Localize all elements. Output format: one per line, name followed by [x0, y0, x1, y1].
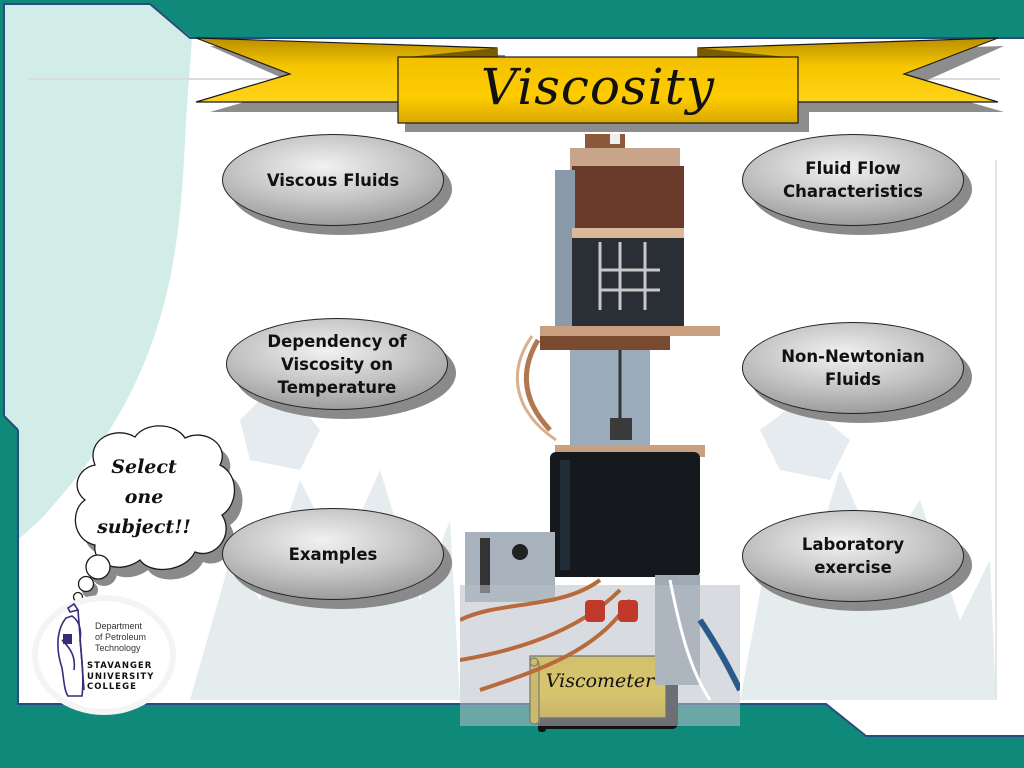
thought-line: Select [111, 456, 177, 478]
logo-department-text: Department of Petroleum Technology [95, 621, 146, 654]
thought-line: subject!! [97, 516, 191, 538]
menu-label: Examples [288, 544, 378, 564]
menu-label: Dependency of Viscosity on Temperature [267, 331, 407, 397]
logo-line: Department [95, 621, 143, 631]
oval-face: Viscous Fluids [222, 134, 444, 226]
logo-line: of Petroleum [95, 632, 147, 642]
oval-face: Non-Newtonian Fluids [742, 322, 964, 414]
logo-line: Technology [95, 643, 141, 653]
logo-school-text: STAVANGER UNIVERSITY COLLEGE [87, 661, 154, 693]
logo-line: UNIVERSITY [87, 671, 155, 682]
logo-line: STAVANGER [87, 661, 153, 671]
menu-button-examples[interactable]: Examples [222, 508, 452, 609]
thought-line: one [124, 486, 164, 508]
oval-face: Fluid Flow Characteristics [742, 134, 964, 226]
thought-bubble-text: Select one subject!! [90, 452, 198, 542]
menu-label: Fluid Flow Characteristics [783, 159, 923, 201]
menu-label: Laboratory exercise [801, 535, 905, 577]
menu-label: Viscous Fluids [266, 170, 400, 190]
oval-face: Laboratory exercise [742, 510, 964, 602]
menu-button-viscous-fluids[interactable]: Viscous Fluids [222, 134, 452, 235]
slide-title: Viscosity [481, 58, 715, 116]
menu-label: Non-Newtonian Fluids [781, 347, 925, 389]
photo-caption: Viscometer [545, 670, 655, 692]
oval-face: Dependency of Viscosity on Temperature [226, 318, 448, 410]
menu-button-fluid-flow-characteristics[interactable]: Fluid Flow Characteristics [742, 134, 972, 235]
logo-line: COLLEGE [87, 682, 137, 692]
oval-face: Examples [222, 508, 444, 600]
menu-button-non-newtonian-fluids[interactable]: Non-Newtonian Fluids [742, 322, 972, 423]
viscometer-photo [460, 134, 740, 726]
menu-button-dependency-on-temperature[interactable]: Dependency of Viscosity on Temperature [226, 318, 456, 419]
menu-button-laboratory-exercise[interactable]: Laboratory exercise [742, 510, 972, 611]
